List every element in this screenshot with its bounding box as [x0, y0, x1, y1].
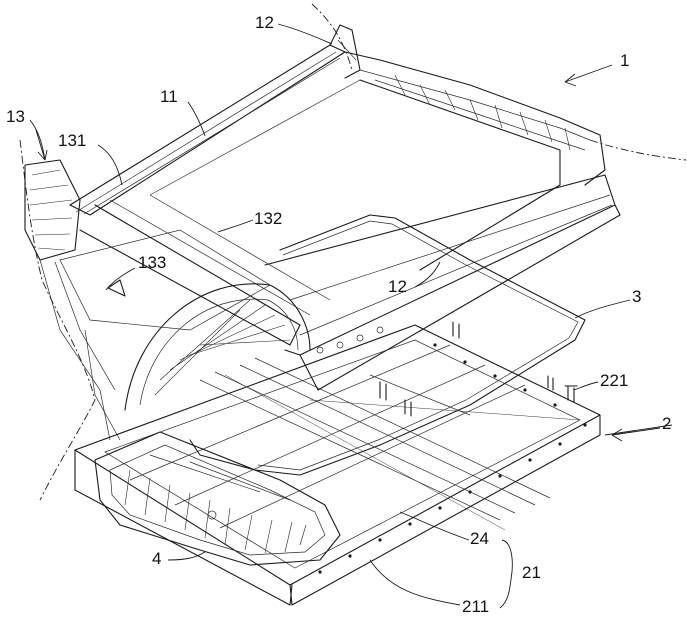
- ref-label-11: 11: [160, 87, 178, 106]
- battery-module: [94, 431, 341, 566]
- seal-gasket: [189, 214, 586, 476]
- ref-label-4: 4: [152, 549, 162, 568]
- battery-pack: [74, 321, 601, 606]
- ref-label-24: 24: [470, 529, 489, 548]
- ref-label-131: 131: [58, 131, 87, 150]
- ref-label-221: 221: [600, 371, 629, 390]
- ref-label-1: 1: [620, 51, 630, 70]
- arrow-heads: [35, 64, 661, 442]
- ref-label-21: 21: [522, 563, 541, 582]
- ref-label-211: 211: [462, 597, 490, 616]
- ref-label-12-mid: 12: [388, 277, 407, 296]
- ref-label-12-top: 12: [255, 13, 274, 32]
- ref-label-133: 133: [138, 253, 167, 272]
- ref-label-13: 13: [6, 107, 25, 126]
- ref-label-3: 3: [632, 287, 642, 306]
- body-frame: [24, 24, 621, 441]
- leader-lines: [29, 23, 673, 609]
- break-lines: [19, 3, 687, 501]
- ref-label-132: 132: [254, 209, 283, 228]
- ref-label-2: 2: [662, 414, 672, 433]
